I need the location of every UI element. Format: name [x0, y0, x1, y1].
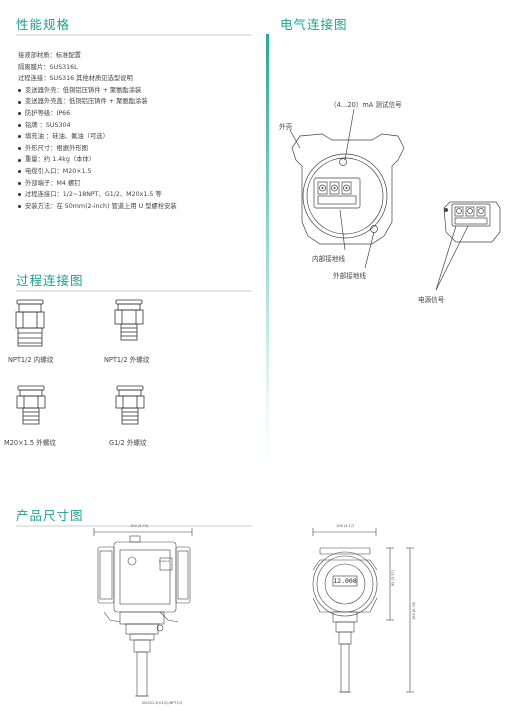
bullet-icon — [18, 123, 21, 127]
spec-item: 变送器外壳盖：低铜铝压铸件 + 聚氨酯涂装 — [18, 96, 263, 108]
front-width-dimension: 106 (4.17) — [336, 524, 355, 528]
electrical-title: 电气连接图 — [280, 17, 348, 32]
process-title-underline — [16, 290, 252, 292]
bullet-icon — [18, 100, 21, 104]
spec-item: 安装方法：在 50mm(2-inch) 管道上用 U 型螺栓安装 — [18, 201, 263, 213]
internal-ground-label: 内部接地线 — [312, 255, 345, 263]
bullet-icon — [18, 135, 21, 139]
bullet-icon — [18, 181, 21, 185]
spec-text: 防护等级：IP66 — [25, 109, 71, 117]
fitting-npt-external — [114, 299, 144, 341]
section-divider — [266, 34, 269, 470]
spec-item: 外部端子：M4 螺钉 — [18, 178, 263, 190]
fitting-g12-external — [115, 385, 145, 425]
spec-text: 电缆引入口：M20×1.5 — [25, 167, 92, 175]
spec-item: 外形尺寸：根据外形图 — [18, 143, 263, 155]
power-signal-label: 电源信号 — [418, 296, 445, 304]
spec-item: 隔离膜片：SUS316L — [18, 62, 263, 74]
bullet-icon — [18, 112, 21, 116]
bullet-icon — [18, 205, 21, 209]
specs-title-underline — [16, 34, 252, 36]
thread-note: M20X1.5(G1/2)/NPT1/2 — [142, 701, 183, 705]
front-view-drawing — [312, 528, 414, 693]
side-view-drawing — [93, 528, 193, 697]
external-ground-label: 外部接地线 — [333, 272, 366, 280]
spec-text: 外形尺寸：根据外形图 — [25, 144, 88, 152]
spec-text: 过程连接：SUS316 其他材质见选型说明 — [18, 75, 133, 83]
lcd-value: 12.008 — [333, 577, 357, 585]
spec-text: 隔离膜片：SUS316L — [18, 63, 78, 71]
spec-text: 填充油 ：硅油、氟油（可选） — [25, 133, 109, 141]
spec-item: 接液部材质：标准配置 — [18, 50, 263, 62]
npt-internal-label: NPT1/2 内螺纹 — [8, 356, 54, 364]
spec-item: 重量：约 1.4kg（本体） — [18, 154, 263, 166]
bullet-icon — [18, 147, 21, 151]
spec-item: 防护等级：IP66 — [18, 108, 263, 120]
spec-text: 安装方法：在 50mm(2-inch) 管道上用 U 型螺栓安装 — [25, 202, 177, 210]
spec-item: 过程连接口：1/2~18NPT、G1/2、M20x1.5 等 — [18, 189, 263, 201]
spec-item: 铭牌 ：SUS304 — [18, 120, 263, 132]
test-signal-label: （4…20）mA 测试信号 — [330, 101, 402, 109]
npt-external-label: NPT1/2 外螺纹 — [104, 356, 150, 364]
side-view-tag: pressure — [159, 560, 170, 563]
fitting-npt-internal — [15, 299, 45, 347]
process-title: 过程连接图 — [16, 273, 84, 288]
side-width-dimension: 124 (4.72) — [130, 524, 149, 528]
spec-list: 接液部材质：标准配置隔离膜片：SUS316L 过程连接：SUS316 其他材质见选… — [18, 50, 263, 212]
spec-item: 过程连接：SUS316 其他材质见选型说明 — [18, 73, 263, 85]
spec-text: 过程连接口：1/2~18NPT、G1/2、M20x1.5 等 — [25, 191, 162, 199]
lcd-display — [332, 575, 358, 587]
spec-item: 电缆引入口：M20×1.5 — [18, 166, 263, 178]
dimension-title: 产品尺寸图 — [16, 508, 84, 523]
m20-external-label: M20×1.5 外螺纹 — [4, 439, 56, 447]
spec-text: 重量：约 1.4kg（本体） — [25, 156, 96, 164]
bullet-icon — [18, 170, 21, 174]
specs-title: 性能规格 — [16, 17, 71, 32]
spec-text: 变送器外壳盖：低铜铝压铸件 + 聚氨酯涂装 — [25, 98, 148, 106]
spec-item: 变送器外壳：低铜铝压铸件 + 聚氨酯涂装 — [18, 85, 263, 97]
dimension-title-underline — [16, 525, 252, 527]
fitting-m20-external — [16, 385, 46, 425]
bullet-icon — [18, 89, 21, 93]
spec-text: 变送器外壳：低铜铝压铸件 + 聚氨酯涂装 — [25, 86, 142, 94]
bullet-icon — [18, 193, 21, 197]
housing-label: 外壳 — [279, 123, 293, 131]
spec-text: 外部端子：M4 螺钉 — [25, 179, 81, 187]
bullet-icon — [18, 158, 21, 162]
g12-external-label: G1/2 外螺纹 — [109, 439, 147, 447]
spec-item: 填充油 ：硅油、氟油（可选） — [18, 131, 263, 143]
spec-text: 铭牌 ：SUS304 — [25, 121, 71, 129]
spec-text: 接液部材质：标准配置 — [18, 52, 81, 59]
